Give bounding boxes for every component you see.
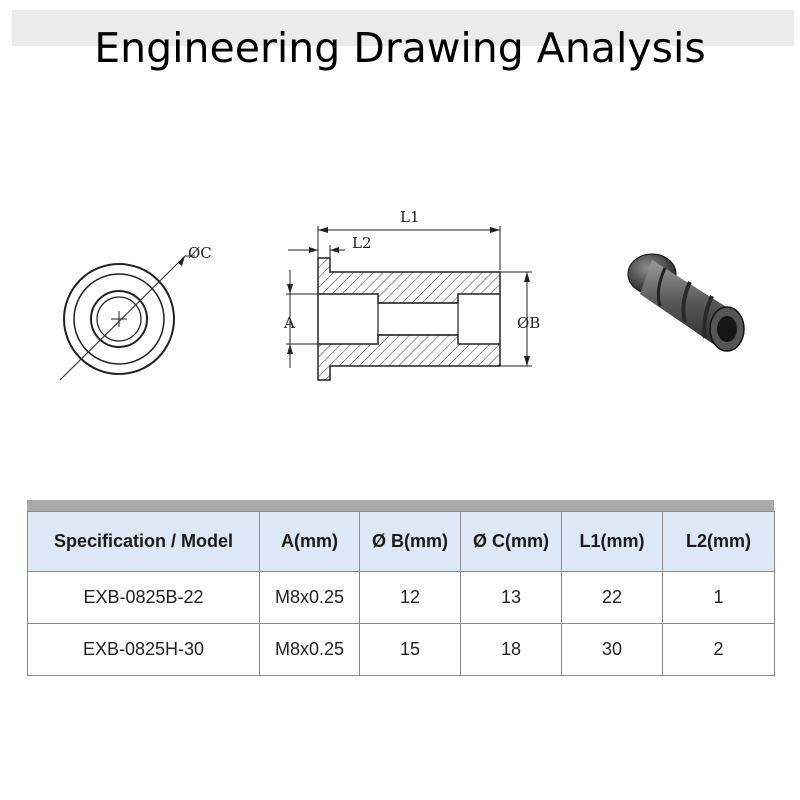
header-b: Ø B(mm) — [359, 511, 461, 572]
table-row: EXB-0825H-30 M8x0.25 15 18 30 2 — [27, 623, 775, 676]
section-view: L1 L2 A ØB — [283, 208, 540, 381]
spec-table-wrapper: Specification / Model A(mm) Ø B(mm) Ø C(… — [27, 500, 775, 676]
header-a: A(mm) — [259, 511, 360, 572]
table-row: EXB-0825B-22 M8x0.25 12 13 22 1 — [27, 571, 775, 624]
cell-l1: 30 — [561, 623, 663, 676]
engineering-drawing: ØC L1 L2 — [0, 190, 800, 390]
cell-model: EXB-0825B-22 — [27, 571, 260, 624]
cell-b: 15 — [359, 623, 461, 676]
spec-table: Specification / Model A(mm) Ø B(mm) Ø C(… — [27, 511, 775, 676]
page-title: Engineering Drawing Analysis — [94, 24, 706, 72]
header-c: Ø C(mm) — [460, 511, 562, 572]
dim-c-label: ØC — [188, 244, 212, 262]
dim-l2-label: L2 — [352, 234, 372, 252]
cell-model: EXB-0825H-30 — [27, 623, 260, 676]
title-bar — [12, 10, 794, 46]
front-view: ØC — [59, 244, 212, 381]
header-model: Specification / Model — [27, 511, 260, 572]
dim-l1-label: L1 — [400, 208, 420, 226]
dim-a-label: A — [283, 314, 295, 332]
cell-l2: 2 — [662, 623, 775, 676]
table-header-row: Specification / Model A(mm) Ø B(mm) Ø C(… — [27, 511, 775, 572]
cell-l1: 22 — [561, 571, 663, 624]
dim-b-label: ØB — [517, 314, 540, 332]
cell-c: 18 — [460, 623, 562, 676]
cell-b: 12 — [359, 571, 461, 624]
cell-l2: 1 — [662, 571, 775, 624]
cell-a: M8x0.25 — [259, 623, 360, 676]
cell-c: 13 — [460, 571, 562, 624]
cell-a: M8x0.25 — [259, 571, 360, 624]
header-l2: L2(mm) — [662, 511, 775, 572]
header-l1: L1(mm) — [561, 511, 663, 572]
bushing-3d-render — [627, 253, 745, 352]
table-top-border — [27, 500, 774, 511]
